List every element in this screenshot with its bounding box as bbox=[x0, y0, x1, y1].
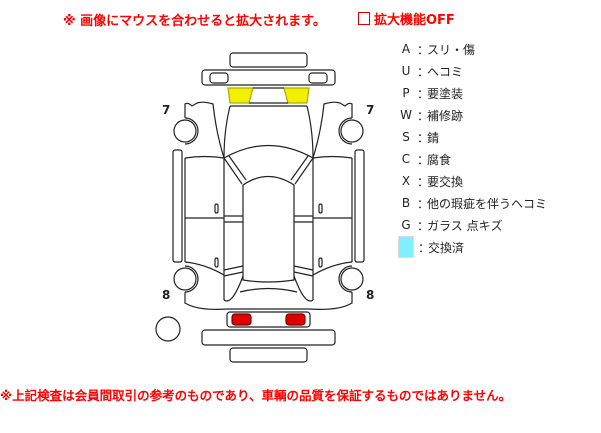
legend-item: A：スリ・傷 bbox=[401, 42, 476, 57]
legend-item: B：他の瑕疵を伴うヘコミ bbox=[401, 196, 548, 211]
legend-item: P：要塗装 bbox=[402, 86, 464, 101]
rear-bumper[interactable] bbox=[201, 329, 336, 346]
legend-item: X：要交換 bbox=[401, 174, 464, 189]
label-rear-left: 8 bbox=[162, 288, 171, 302]
zoom-notice: ※ 画像にマウスを合わせると拡大されます。 bbox=[63, 14, 326, 29]
legend-item: C：腐食 bbox=[401, 152, 452, 167]
legend-item: W：補修跡 bbox=[400, 108, 464, 123]
rear-panel[interactable] bbox=[226, 311, 311, 328]
rear-left-wheel[interactable] bbox=[173, 267, 197, 291]
left-side-skirt[interactable] bbox=[172, 149, 183, 263]
front-plate[interactable] bbox=[229, 52, 308, 68]
legend-item: U：ヘコミ bbox=[401, 64, 464, 79]
legend-item: G：ガラス 点キズ bbox=[401, 218, 503, 233]
spare-tire[interactable] bbox=[155, 316, 181, 342]
legend-item: S：錆 bbox=[402, 130, 440, 145]
label-rear-right: 8 bbox=[366, 288, 375, 302]
front-left-wheel[interactable] bbox=[173, 119, 197, 143]
checkbox-icon[interactable] bbox=[358, 12, 370, 25]
car-left-half bbox=[172, 101, 247, 310]
left-taillight[interactable] bbox=[231, 313, 252, 326]
zoom-off-label: 拡大機能OFF bbox=[374, 13, 455, 28]
label-front-right: 7 bbox=[366, 103, 375, 117]
windshield[interactable] bbox=[223, 144, 314, 159]
legend-item: ：交換済 bbox=[395, 236, 547, 258]
disclaimer: ※上記検査は会員間取引の参考のものであり、車輌の品質を保証するものではありません… bbox=[0, 388, 512, 403]
zoom-off-checkbox[interactable]: 拡大機能OFF bbox=[358, 9, 455, 28]
front-bumper[interactable] bbox=[201, 69, 336, 86]
replaced-swatch bbox=[398, 236, 414, 258]
label-front-left: 7 bbox=[162, 103, 171, 117]
legend: A：スリ・傷 U：ヘコミ P：要塗装 W：補修跡 S：錆 C：腐食 X：要交換 … bbox=[395, 38, 547, 258]
rear-plate[interactable] bbox=[229, 347, 308, 363]
right-taillight[interactable] bbox=[285, 313, 306, 326]
left-headlight[interactable] bbox=[227, 87, 254, 104]
right-headlight[interactable] bbox=[283, 87, 310, 104]
roof[interactable] bbox=[242, 175, 295, 283]
